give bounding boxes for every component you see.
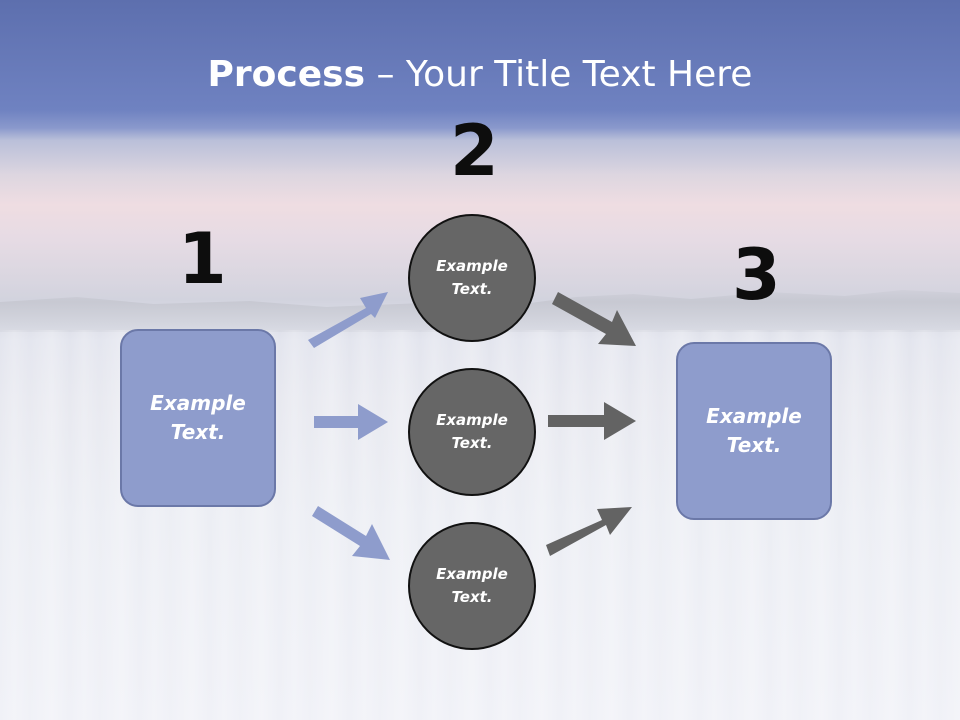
title-rest: – Your Title Text Here (365, 54, 753, 95)
arrow-right-blue (314, 404, 388, 440)
arrow-up-right-gray (546, 507, 632, 556)
circle-middle-text: Example Text. (436, 411, 508, 452)
step-number-1: 1 (178, 218, 227, 300)
step-1-text: Example Text. (150, 391, 246, 444)
arrow-down-right-gray (552, 292, 636, 346)
step-3-box: Example Text. (676, 342, 832, 520)
circle-bottom-text: Example Text. (436, 565, 508, 606)
circle-middle: Example Text. (408, 368, 536, 496)
title-bold: Process (207, 54, 366, 95)
arrow-down-right-blue (312, 506, 390, 560)
step-number-2: 2 (450, 110, 499, 192)
circle-bottom: Example Text. (408, 522, 536, 650)
step-1-box: Example Text. (120, 329, 276, 507)
circle-top: Example Text. (408, 214, 536, 342)
slide-title: Process – Your Title Text Here (0, 52, 960, 98)
arrow-right-gray (548, 402, 636, 440)
step-3-text: Example Text. (706, 404, 802, 457)
step-number-3: 3 (732, 234, 781, 316)
circle-top-text: Example Text. (436, 257, 508, 298)
arrow-up-right-blue (308, 292, 388, 348)
